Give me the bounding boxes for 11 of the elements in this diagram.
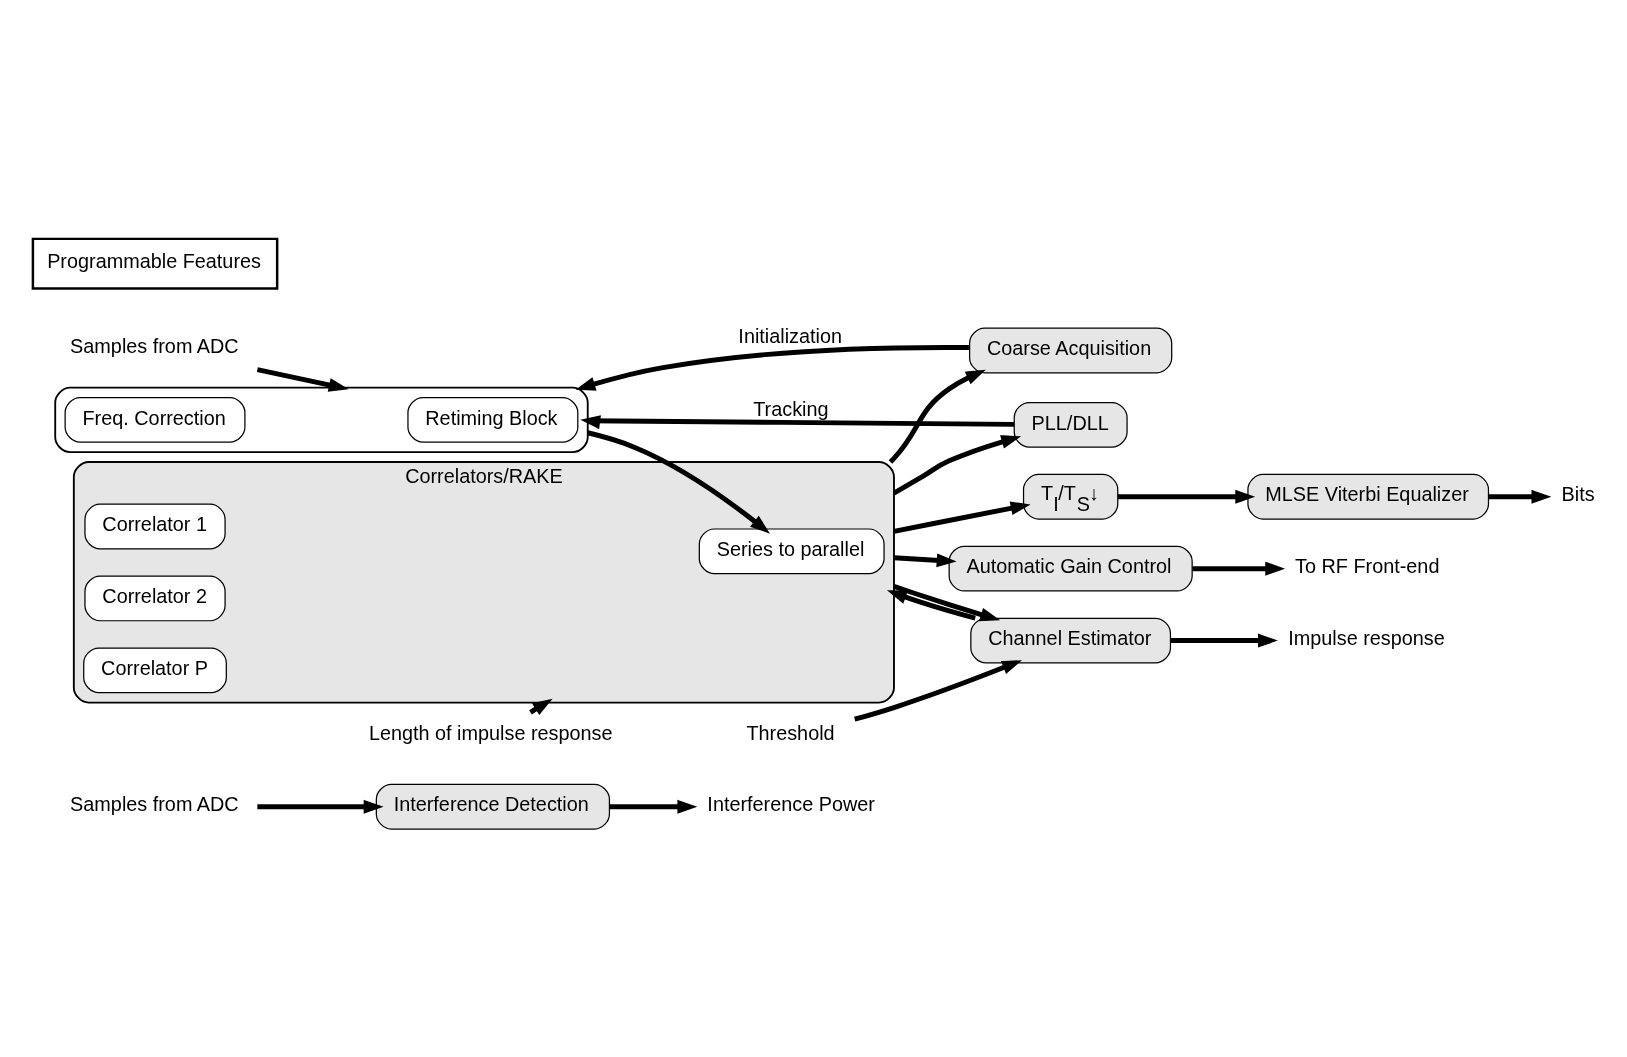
edge-label: Initialization (737, 324, 842, 347)
node-text: Bits (1561, 482, 1595, 505)
node-text: Samples from ADC (69, 334, 239, 357)
node-text: To RF Front-end (1294, 554, 1439, 577)
node-text: Interference Power (706, 792, 875, 815)
node-text: Threshold (745, 721, 835, 744)
legend-label: Programmable Features (46, 249, 261, 272)
node-text: Length of impulse response (368, 721, 613, 744)
node-text: Samples from ADC (69, 792, 239, 815)
edge-label: Tracking (752, 397, 829, 420)
node-text: Impulse response (1287, 626, 1445, 649)
